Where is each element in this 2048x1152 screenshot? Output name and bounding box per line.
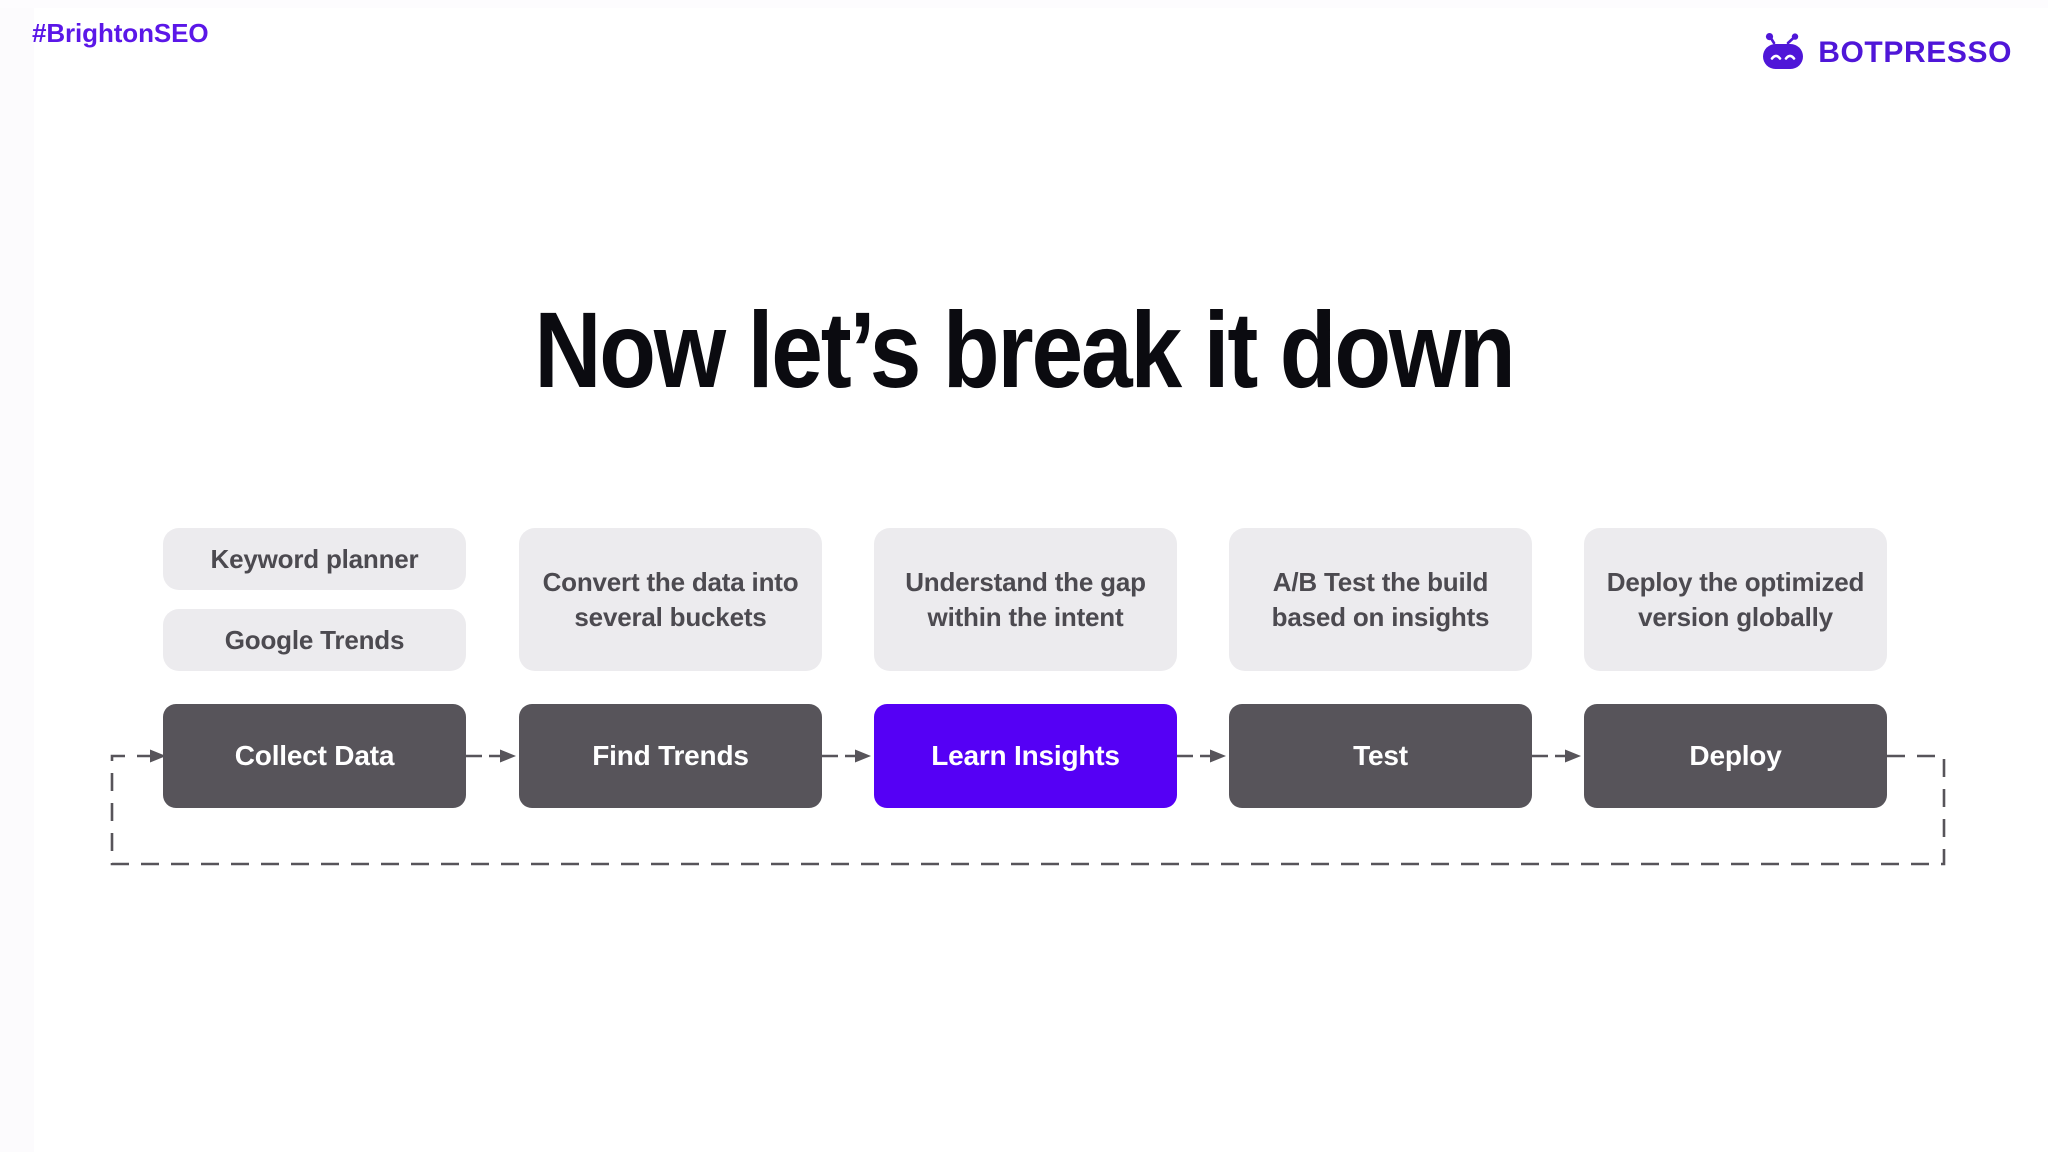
brand-wordmark: BOTPRESSO (1818, 36, 2012, 69)
botpresso-robot-head-logo-icon (1761, 33, 1807, 73)
step-box-collect-data[interactable]: Collect Data (163, 704, 466, 808)
step-box-test[interactable]: Test (1229, 704, 1532, 808)
slide-top-edge-band (0, 0, 2048, 8)
step-box-find-trends[interactable]: Find Trends (519, 704, 822, 808)
connector-arrow-test-to-deploy (1532, 749, 1581, 763)
page-title: Now let’s break it down (534, 289, 1515, 410)
brand-logo: BOTPRESSO (1761, 30, 2012, 76)
connector-arrow-find-to-learn (822, 749, 871, 763)
detail-card-deploy-optimized-version-globally: Deploy the optimized version globally (1584, 528, 1887, 671)
detail-card-google-trends: Google Trends (163, 609, 466, 671)
slide-left-edge-band (0, 0, 34, 1152)
event-hashtag: #BrightonSEO (32, 18, 209, 48)
detail-card-convert-data-into-buckets: Convert the data into several buckets (519, 528, 822, 671)
connector-arrow-collect-to-find (466, 749, 516, 763)
connector-arrow-learn-to-test (1177, 749, 1226, 763)
detail-card-understand-gap-within-intent: Understand the gap within the intent (874, 528, 1177, 671)
detail-card-ab-test-build-based-on-insights: A/B Test the build based on insights (1229, 528, 1532, 671)
step-box-learn-insights[interactable]: Learn Insights (874, 704, 1177, 808)
step-box-deploy[interactable]: Deploy (1584, 704, 1887, 808)
detail-card-keyword-planner: Keyword planner (163, 528, 466, 590)
